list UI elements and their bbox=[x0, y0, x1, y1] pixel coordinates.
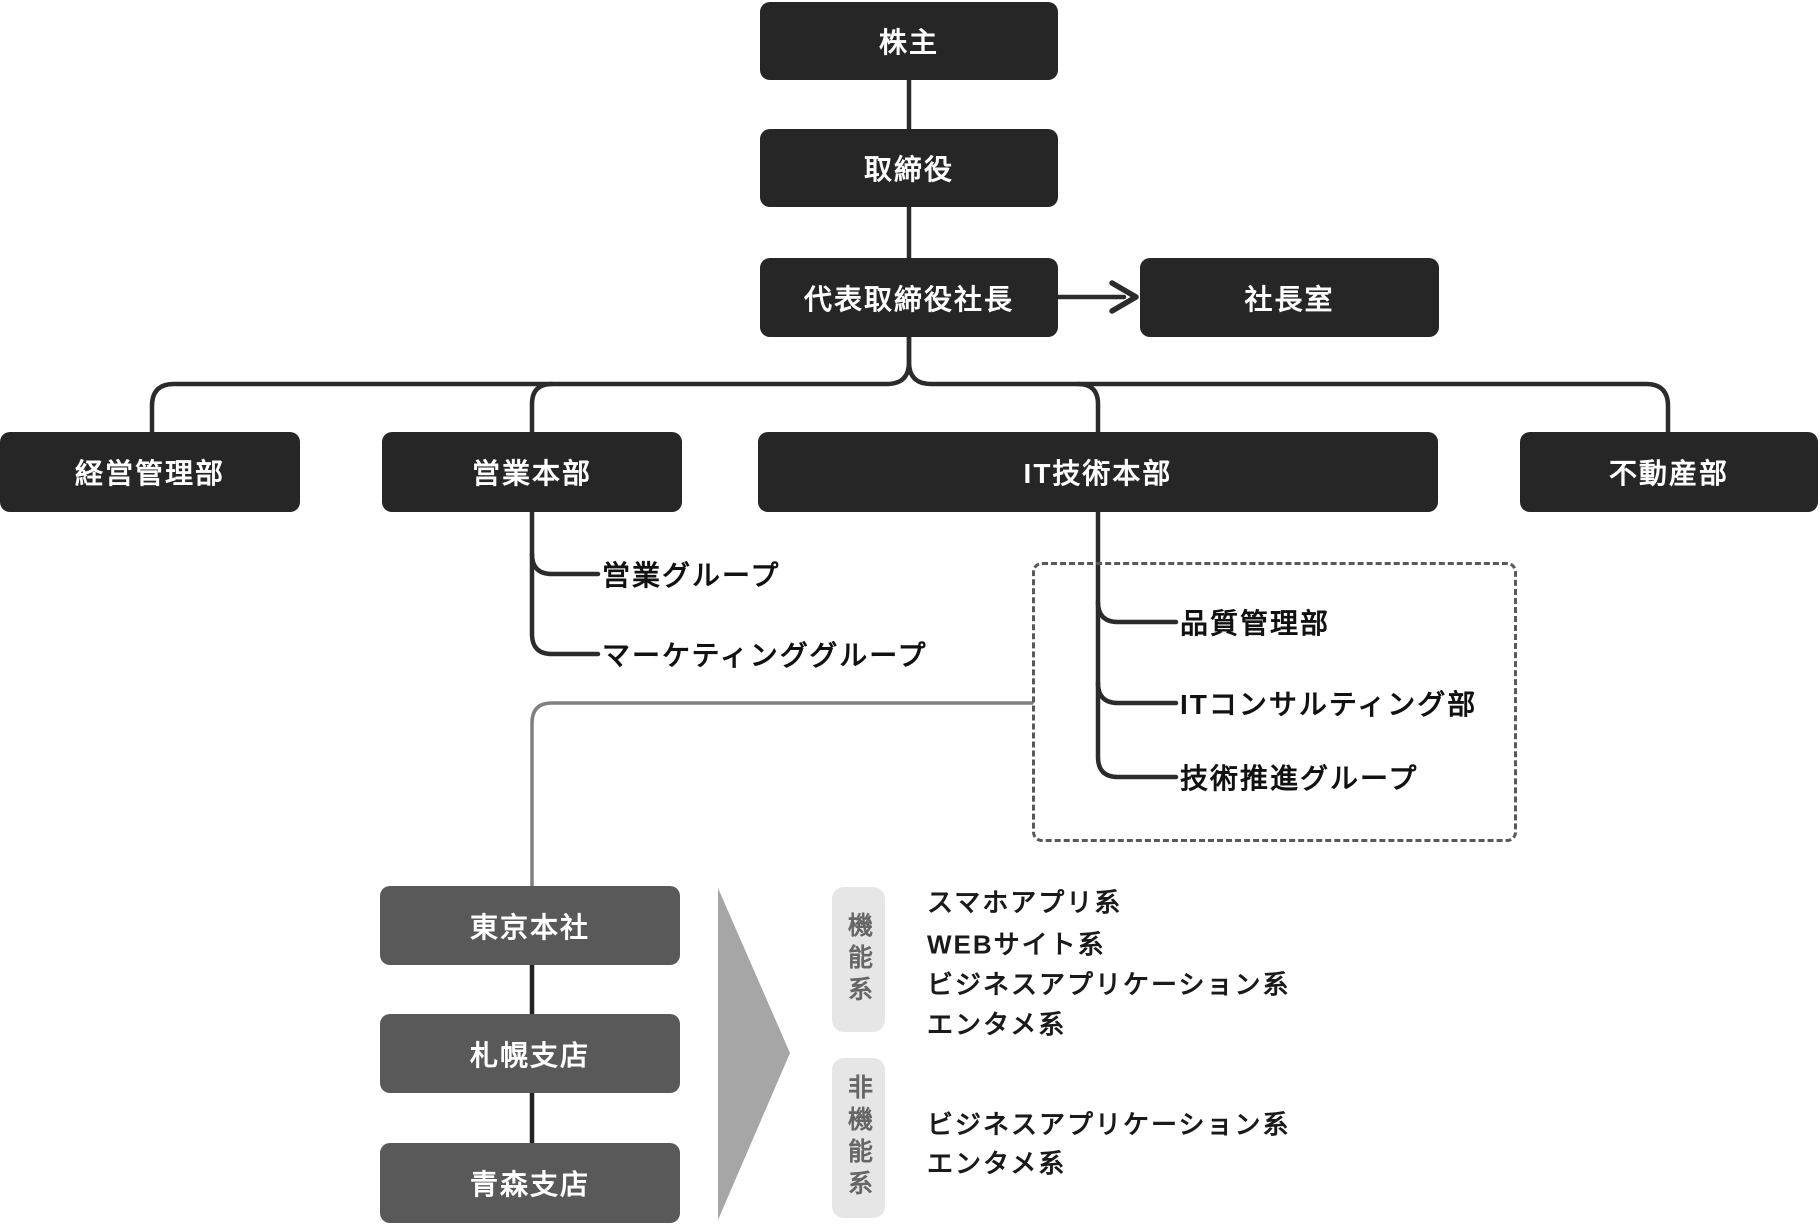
list-item-functional: ビジネスアプリケーション系 bbox=[927, 969, 1291, 1000]
edge-drop-it-hq bbox=[1075, 381, 1101, 435]
arrowhead-icon bbox=[1109, 280, 1139, 314]
edge-sales-branch-sales-group bbox=[529, 551, 601, 577]
label-sales-group: 営業グループ bbox=[602, 560, 781, 591]
node-board-of-directors: 取締役 bbox=[760, 129, 1058, 207]
node-president: 代表取締役社長 bbox=[760, 258, 1058, 337]
node-tokyo-head-office: 東京本社 bbox=[380, 886, 680, 965]
node-sales-hq: 営業本部 bbox=[382, 432, 682, 512]
node-aomori-branch: 青森支店 bbox=[380, 1143, 680, 1223]
node-presidents-office: 社長室 bbox=[1140, 258, 1439, 337]
edge-gray-dashedbox-tokyo bbox=[530, 701, 1034, 888]
triangle-pointer-shape bbox=[718, 888, 790, 1220]
edge-drop-sales-hq bbox=[529, 381, 555, 435]
label-quality-dept: 品質管理部 bbox=[1180, 608, 1331, 639]
edge-it-branch-quality bbox=[1095, 599, 1179, 625]
label-it-consulting-dept: ITコンサルティング部 bbox=[1180, 689, 1478, 720]
label-tech-promotion-group: 技術推進グループ bbox=[1180, 763, 1419, 794]
node-it-tech-hq: IT技術本部 bbox=[758, 432, 1438, 512]
node-shareholders: 株主 bbox=[760, 2, 1058, 80]
edge-president-right-arm bbox=[906, 334, 1671, 435]
list-item-non-functional: エンタメ系 bbox=[927, 1148, 1067, 1179]
list-item-functional: スマホアプリ系 bbox=[927, 887, 1123, 918]
list-item-non-functional: ビジネスアプリケーション系 bbox=[927, 1109, 1291, 1140]
node-management-admin-dept: 経営管理部 bbox=[0, 432, 300, 512]
pill-functional-category: 機能系 bbox=[832, 887, 885, 1032]
label-marketing-group: マーケティンググループ bbox=[602, 640, 928, 671]
edge-it-trunk-techpromo bbox=[1095, 509, 1179, 780]
list-item-functional: エンタメ系 bbox=[927, 1009, 1067, 1040]
node-sapporo-branch: 札幌支店 bbox=[380, 1014, 680, 1093]
list-item-functional: WEBサイト系 bbox=[927, 929, 1106, 960]
edge-sales-trunk-marketing bbox=[529, 509, 601, 657]
edge-it-branch-consulting bbox=[1095, 680, 1179, 706]
node-real-estate-dept: 不動産部 bbox=[1520, 432, 1818, 512]
it-subgroups-dashed-frame bbox=[1032, 562, 1517, 842]
pill-non-functional-category: 非機能系 bbox=[832, 1058, 885, 1218]
